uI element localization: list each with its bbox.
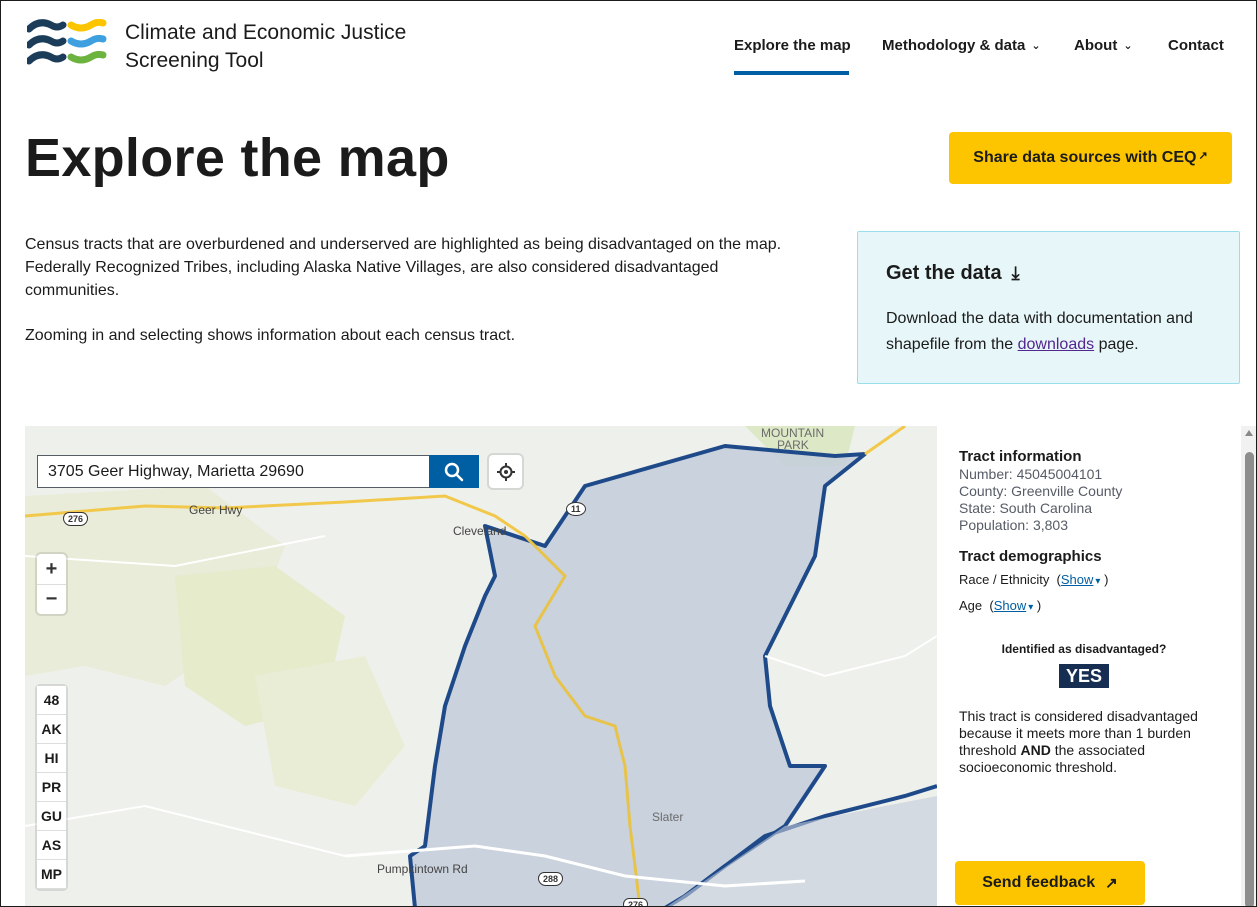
nav-about[interactable]: About⌄: [1074, 37, 1133, 54]
explanation-part-2: the associated socioeconomic threshold.: [959, 742, 1145, 775]
territory-as-button[interactable]: AS: [37, 831, 66, 860]
send-feedback-label: Send feedback: [982, 874, 1096, 891]
tract-population: Population: 3,803: [959, 517, 1068, 533]
share-data-sources-button[interactable]: Share data sources with CEQ↗: [949, 132, 1232, 184]
age-show-toggle[interactable]: Show: [993, 598, 1027, 613]
intro-text: Census tracts that are overburdened and …: [25, 233, 815, 369]
chevron-down-icon: ⌄: [1031, 40, 1041, 52]
nav-contact[interactable]: Contact: [1168, 37, 1224, 54]
data-card-text-before: Download the data with documentation and…: [886, 310, 1193, 353]
disadvantaged-explanation: This tract is considered disadvantaged b…: [959, 708, 1209, 776]
map-label-park: PARK: [777, 438, 809, 452]
crosshair-icon: [496, 462, 515, 481]
download-icon: ⤓: [1011, 263, 1020, 283]
external-link-icon: ↗: [1198, 149, 1208, 162]
map-label-mountain: MOUNTAIN: [761, 426, 825, 440]
site-title[interactable]: Climate and Economic Justice Screening T…: [125, 19, 406, 75]
zoom-out-button[interactable]: −: [37, 584, 66, 614]
site-title-line-2: Screening Tool: [125, 49, 264, 72]
tract-state: State: South Carolina: [959, 500, 1093, 516]
map-label-geer-hwy: Geer Hwy: [189, 503, 243, 517]
territory-48-button[interactable]: 48: [37, 686, 66, 715]
nav-methodology-data[interactable]: Methodology & data⌄: [882, 37, 1041, 54]
geolocate-button[interactable]: [489, 455, 522, 488]
route-shield: 276: [63, 512, 89, 526]
nav-explore-the-map[interactable]: Explore the map: [734, 37, 851, 54]
external-link-icon: ↗: [1105, 875, 1118, 892]
panel-scrollbar[interactable]: [1241, 426, 1256, 906]
search-icon: [444, 462, 464, 481]
get-the-data-text: Download the data with documentation and…: [886, 306, 1216, 358]
site-title-line-1: Climate and Economic Justice: [125, 21, 407, 44]
territory-pr-button[interactable]: PR: [37, 773, 66, 802]
race-show-toggle[interactable]: Show: [1060, 572, 1094, 587]
map-search-button[interactable]: [429, 455, 479, 488]
main-nav: Explore the map Methodology & data⌄ Abou…: [1, 37, 1256, 77]
territory-hi-button[interactable]: HI: [37, 744, 66, 773]
intro-paragraph-2: Zooming in and selecting shows informati…: [25, 327, 516, 344]
territory-selector: 48 AK HI PR GU AS MP: [37, 686, 66, 889]
tract-demographics-heading: Tract demographics: [959, 548, 1102, 565]
route-shield: 11: [566, 502, 586, 516]
tract-info-panel: Tract information Number: 45045004101 Co…: [937, 426, 1241, 906]
map-view[interactable]: MOUNTAIN PARK Geer Hwy Cleveland Slater …: [25, 426, 937, 907]
intro-paragraph-1: Census tracts that are overburdened and …: [25, 236, 782, 299]
data-card-text-after: page.: [1094, 336, 1139, 353]
chevron-down-icon: ▾: [1028, 602, 1034, 613]
cejst-logo-icon[interactable]: [27, 19, 109, 73]
disadvantaged-yes-badge: YES: [1059, 664, 1109, 688]
identified-disadvantaged-label: Identified as disadvantaged?: [1001, 642, 1167, 656]
tract-information-heading: Tract information: [959, 448, 1082, 465]
map-label-cleveland: Cleveland: [453, 524, 507, 538]
share-button-label: Share data sources with CEQ: [973, 149, 1197, 166]
nav-active-indicator: [734, 71, 849, 75]
race-ethnicity-row: Race / Ethnicity (Show▾ ): [959, 572, 1109, 587]
page-title: Explore the map: [25, 128, 450, 188]
age-label: Age: [959, 598, 983, 613]
downloads-link[interactable]: downloads: [1017, 336, 1095, 353]
territory-ak-button[interactable]: AK: [37, 715, 66, 744]
get-the-data-card: Get the data ⤓ Download the data with doc…: [857, 231, 1240, 384]
chevron-down-icon: ▾: [1095, 576, 1101, 587]
route-shield: 276: [623, 898, 649, 906]
map-label-slater: Slater: [652, 810, 684, 824]
territory-gu-button[interactable]: GU: [37, 802, 66, 831]
tract-county: County: Greenville County: [959, 483, 1123, 499]
map-canvas[interactable]: [25, 426, 937, 907]
get-the-data-heading: Get the data ⤓: [886, 262, 1020, 285]
get-the-data-title: Get the data: [886, 262, 1002, 284]
scroll-up-arrow-icon[interactable]: [1245, 430, 1253, 436]
map-search: [37, 455, 479, 488]
age-row: Age (Show▾ ): [959, 598, 1042, 613]
explanation-part-1: This tract is considered disadvantaged b…: [959, 708, 1198, 758]
map-search-input[interactable]: [37, 455, 430, 488]
map-label-pumpkintown-rd: Pumpkintown Rd: [377, 862, 468, 876]
scrollbar-thumb[interactable]: [1245, 452, 1254, 906]
send-feedback-button[interactable]: Send feedback ↗: [955, 861, 1145, 905]
route-shield: 288: [538, 872, 564, 886]
chevron-down-icon: ⌄: [1123, 40, 1133, 52]
site-header: Climate and Economic Justice Screening T…: [1, 1, 1256, 81]
zoom-control: + −: [37, 554, 66, 614]
race-ethnicity-label: Race / Ethnicity: [959, 572, 1050, 587]
tract-number: Number: 45045004101: [959, 466, 1103, 482]
zoom-in-button[interactable]: +: [37, 554, 66, 584]
explanation-and: AND: [1020, 742, 1051, 758]
territory-mp-button[interactable]: MP: [37, 860, 66, 889]
